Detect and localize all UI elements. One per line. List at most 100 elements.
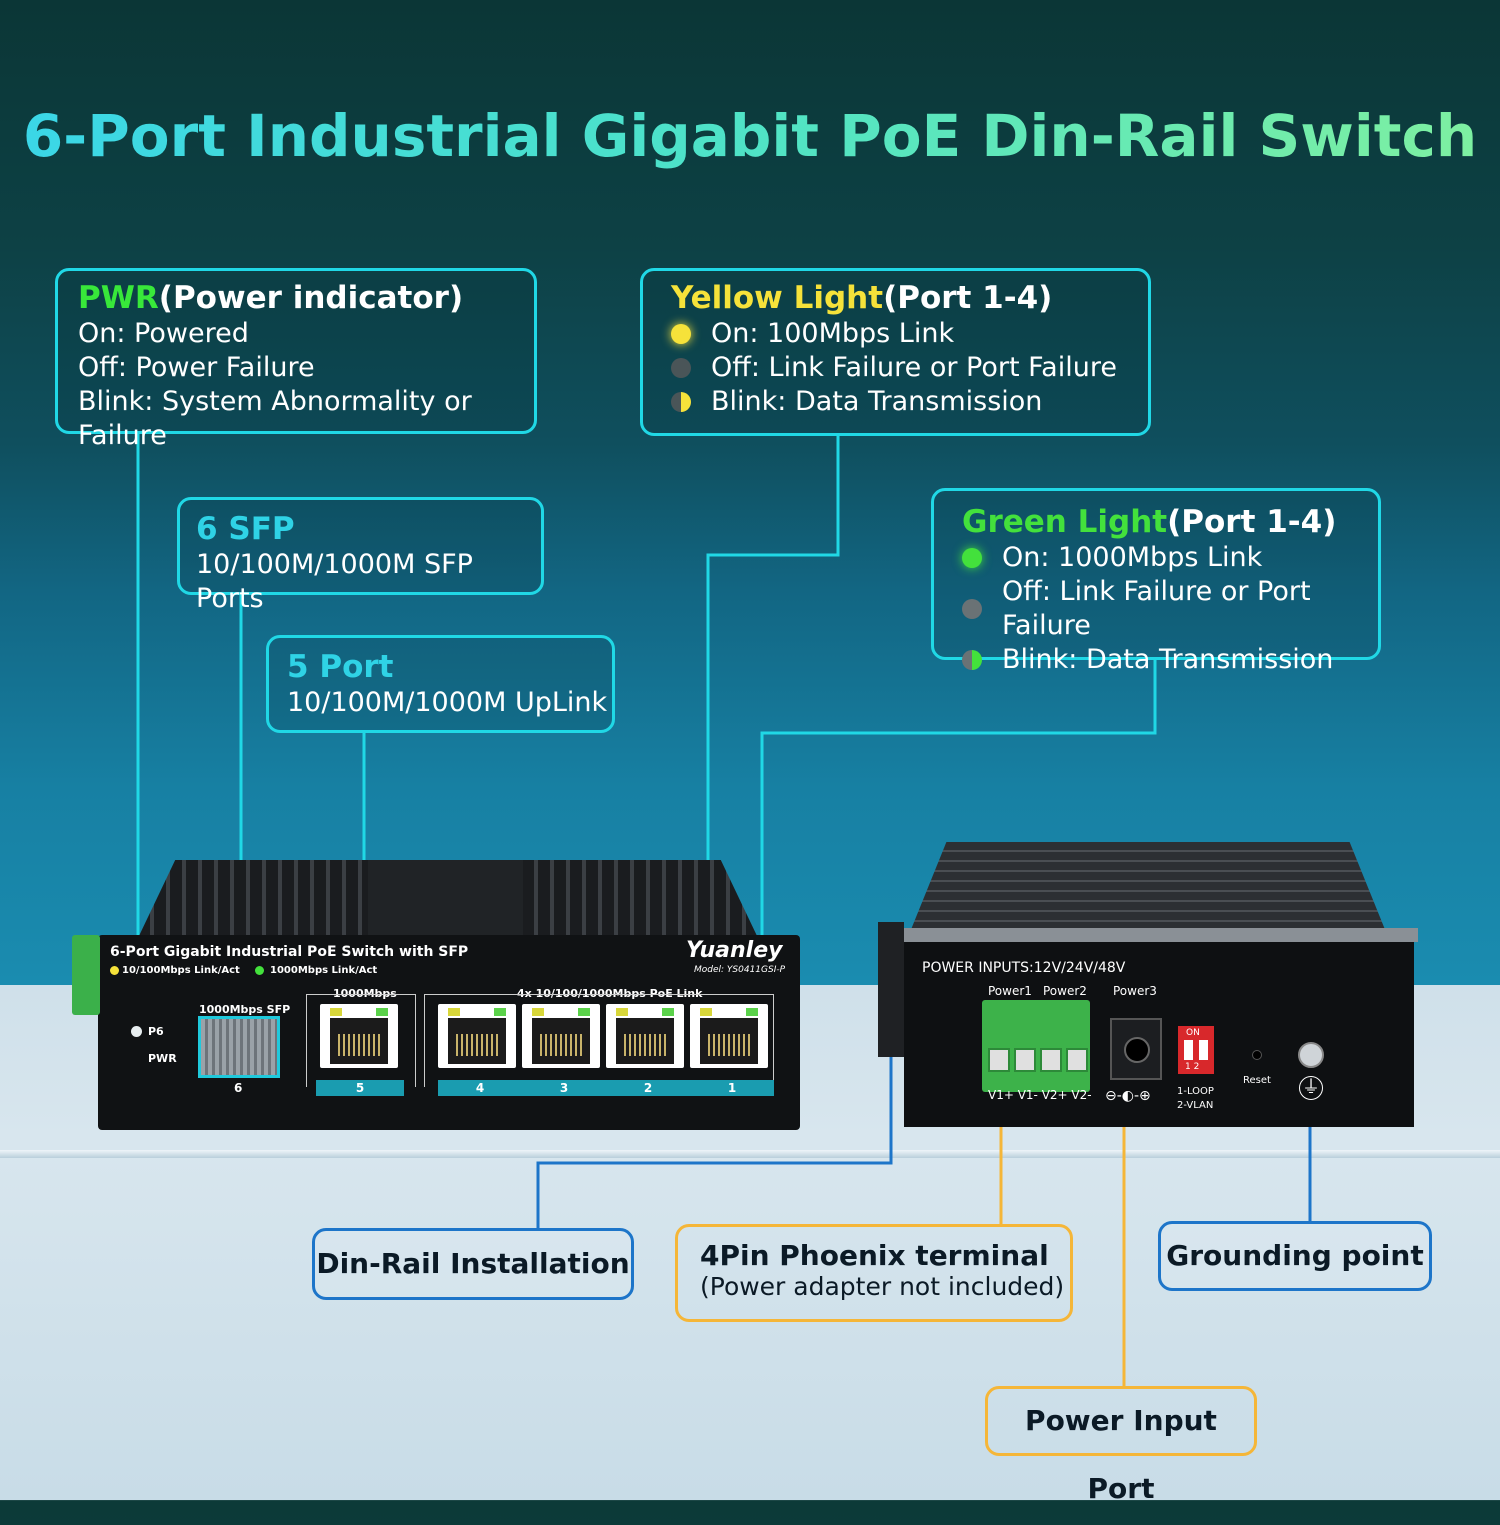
- din-rail-clip: [72, 935, 100, 1015]
- page-title: 6-Port Industrial Gigabit PoE Din-Rail S…: [0, 102, 1500, 170]
- reset-label: Reset: [1243, 1075, 1271, 1086]
- green-line-off: Off: Link Failure or Port Failure: [962, 575, 1378, 643]
- yellow-on-dot-icon: [671, 324, 691, 344]
- port-number-6: 6: [234, 1081, 243, 1095]
- yellow-line-on: On: 100Mbps Link: [671, 317, 1148, 351]
- power-inputs-label: POWER INPUTS:12V/24V/48V: [922, 960, 1126, 976]
- yellow-heading: Yellow Light(Port 1-4): [671, 279, 1148, 317]
- uplink-port-label: 1000Mbps: [333, 987, 397, 1000]
- legend-green-dot-icon: [255, 966, 264, 975]
- port-number-4: 4: [438, 1080, 522, 1096]
- led-p6-label: P6: [148, 1025, 164, 1038]
- reset-button[interactable]: [1252, 1050, 1262, 1060]
- legend-yellow: 10/100Mbps Link/Act: [110, 965, 240, 976]
- sfp-line: 10/100M/1000M SFP Ports: [196, 549, 473, 614]
- port-number-3: 3: [522, 1080, 606, 1096]
- grounding-label: Grounding point: [1166, 1239, 1424, 1272]
- uplink-bracket: [306, 994, 416, 1087]
- dc-power-jack[interactable]: [1110, 1018, 1162, 1080]
- dip-numbers: 1 2: [1185, 1062, 1200, 1072]
- green-heading-rest: (Port 1-4): [1167, 504, 1337, 540]
- port-number-1: 1: [690, 1080, 774, 1096]
- floor-ledge: [0, 1150, 1500, 1158]
- legend-green: 1000Mbps Link/Act: [255, 965, 377, 976]
- legend-yellow-dot-icon: [110, 966, 119, 975]
- grounding-label-box: Grounding point: [1158, 1221, 1432, 1291]
- phoenix-subtitle: (Power adapter not included): [700, 1272, 1065, 1301]
- yellow-line-blink: Blink: Data Transmission: [671, 385, 1148, 419]
- rj45-port-4[interactable]: [438, 1004, 516, 1068]
- phoenix-label-box: 4Pin Phoenix terminal (Power adapter not…: [675, 1224, 1073, 1322]
- phoenix-terminal[interactable]: [982, 1000, 1090, 1092]
- dip-mode2-label: 2-VLAN: [1177, 1100, 1214, 1111]
- green-line-on-text: On: 1000Mbps Link: [1002, 542, 1263, 573]
- dip-lever-2[interactable]: [1199, 1040, 1208, 1060]
- din-rail-mount: [878, 922, 904, 1057]
- brand-logo: Yuanley: [686, 938, 783, 963]
- rj45-port-2[interactable]: [606, 1004, 684, 1068]
- poe-ports-bracket: [424, 994, 774, 1087]
- led-p6-icon: [131, 1026, 142, 1037]
- model-label: Model: YS0411GSI-P: [694, 965, 786, 975]
- port5-box: 5 Port 10/100M/1000M UpLink: [266, 635, 615, 733]
- rj45-port-3[interactable]: [522, 1004, 600, 1068]
- power3-label: Power3: [1113, 984, 1157, 998]
- pwr-line-on: On: Powered: [78, 318, 249, 349]
- background-top: [0, 0, 1500, 985]
- power-input-label-box: Power Input Port: [985, 1386, 1257, 1505]
- yellow-heading-colored: Yellow Light: [671, 280, 884, 316]
- green-light-box: Green Light(Port 1-4) On: 1000Mbps Link …: [931, 488, 1381, 675]
- pwr-line-blink: Blink: System Abnormality or Failure: [78, 386, 472, 451]
- yellow-callout-line: [706, 436, 840, 1014]
- yellow-line-blink-text: Blink: Data Transmission: [711, 386, 1043, 417]
- pwr-heading-colored: PWR: [78, 280, 159, 316]
- rj45-port-1[interactable]: [690, 1004, 768, 1068]
- device-name-label: 6-Port Gigabit Industrial PoE Switch wit…: [110, 944, 469, 960]
- green-blink-dot-icon: [962, 650, 982, 670]
- power1-label: Power1: [988, 984, 1032, 998]
- rj45-port-5[interactable]: [320, 1004, 398, 1068]
- green-heading-colored: Green Light: [962, 504, 1168, 540]
- port5-heading: 5 Port: [287, 649, 394, 685]
- green-on-dot-icon: [962, 548, 982, 568]
- dip-mode1-label: 1-LOOP: [1177, 1086, 1214, 1097]
- port5-line: 10/100M/1000M UpLink: [287, 687, 608, 718]
- power2-label: Power2: [1043, 984, 1087, 998]
- green-callout-line: [760, 660, 1157, 1014]
- pwr-line-off: Off: Power Failure: [78, 352, 315, 383]
- dc-polarity-icon: ⊖-◐-⊕: [1105, 1088, 1151, 1104]
- pwr-indicator-box: PWR(Power indicator) On: Powered Off: Po…: [55, 268, 537, 451]
- heatsink-blank: [368, 860, 523, 938]
- green-line-blink-text: Blink: Data Transmission: [1002, 644, 1334, 675]
- sfp-port-label: 1000Mbps SFP: [199, 1003, 291, 1016]
- legend-green-text: 1000Mbps Link/Act: [270, 965, 378, 976]
- sfp-heading: 6 SFP: [196, 511, 295, 547]
- dip-lever-1[interactable]: [1184, 1040, 1193, 1060]
- yellow-line-on-text: On: 100Mbps Link: [711, 318, 955, 349]
- sfp-port[interactable]: [198, 1016, 280, 1078]
- green-line-blink: Blink: Data Transmission: [962, 643, 1378, 677]
- sfp-box: 6 SFP 10/100M/1000M SFP Ports: [177, 497, 544, 614]
- din-rail-label-box: Din-Rail Installation: [312, 1228, 634, 1300]
- yellow-off-dot-icon: [671, 358, 691, 378]
- ground-symbol-icon: ⏚: [1299, 1076, 1323, 1100]
- yellow-blink-dot-icon: [671, 392, 691, 412]
- rear-heatsink: [908, 842, 1388, 937]
- ground-screw-icon[interactable]: [1298, 1042, 1324, 1068]
- din-rail-callout-line: [536, 1040, 893, 1228]
- dip-on-label: ON: [1186, 1028, 1200, 1038]
- yellow-line-off-text: Off: Link Failure or Port Failure: [711, 352, 1117, 383]
- poe-ports-label: 4x 10/100/1000Mbps PoE Link: [517, 987, 703, 1000]
- pwr-heading-rest: (Power indicator): [158, 280, 464, 316]
- pwr-heading: PWR(Power indicator): [78, 279, 534, 317]
- dip-switch[interactable]: ON 1 2: [1178, 1026, 1214, 1074]
- green-line-off-text: Off: Link Failure or Port Failure: [1002, 576, 1311, 641]
- green-off-dot-icon: [962, 599, 982, 619]
- led-pwr-label: PWR: [148, 1052, 177, 1065]
- port-number-5: 5: [316, 1080, 404, 1096]
- din-rail-label: Din-Rail Installation: [316, 1247, 630, 1280]
- port-number-2: 2: [606, 1080, 690, 1096]
- green-line-on: On: 1000Mbps Link: [962, 541, 1378, 575]
- phoenix-title: 4Pin Phoenix terminal: [700, 1239, 1049, 1272]
- legend-yellow-text: 10/100Mbps Link/Act: [122, 965, 240, 976]
